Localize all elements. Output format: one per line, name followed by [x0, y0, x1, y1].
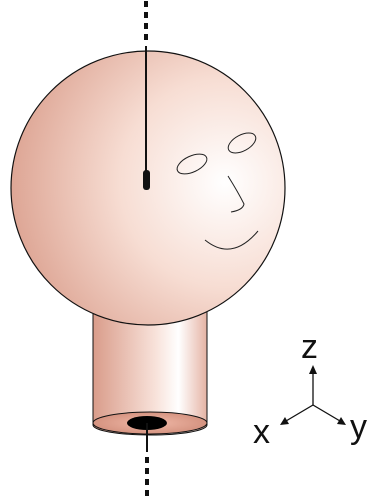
- coordinate-axes: z x y: [253, 328, 367, 451]
- z-axis-label: z: [301, 328, 318, 366]
- x-arrowhead: [280, 417, 289, 425]
- z-arrowhead: [309, 365, 317, 374]
- y-axis-label: y: [350, 408, 367, 446]
- top-rotation-axis-dotted: [144, 1, 148, 40]
- x-axis-label: x: [253, 413, 270, 451]
- y-arrowhead: [337, 417, 346, 425]
